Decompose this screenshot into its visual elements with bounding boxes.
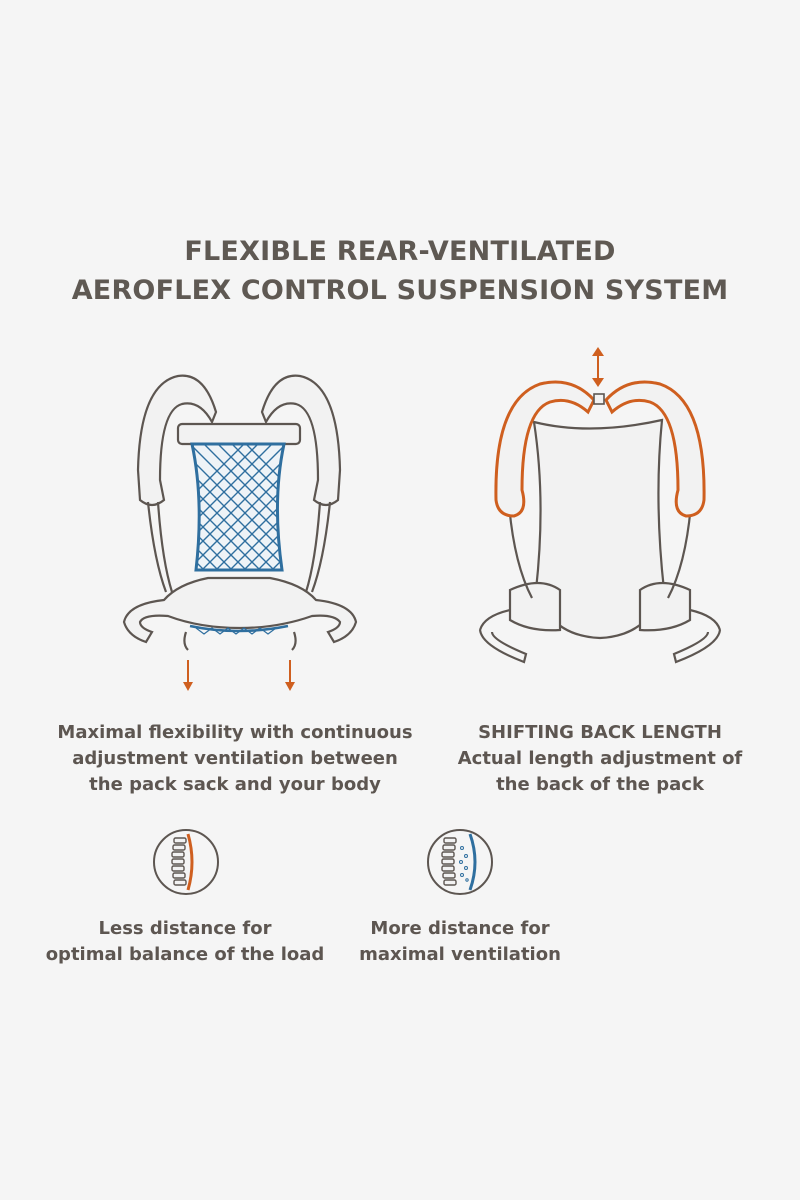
shoulder-strap-right [260,374,342,593]
spine-close-fit-icon [153,829,219,895]
caption-line: maximal ventilation [359,944,561,965]
back-length-connector [593,393,605,405]
top-frame-bar [176,422,302,446]
ventilated-backpack-illustration [122,374,358,691]
title-line-2: AEROFLEX CONTROL SUSPENSION SYSTEM [71,275,729,306]
more-distance-caption: More distance for maximal ventilation [310,916,610,968]
caption-line: the pack sack and your body [89,774,381,795]
caption-line: the back of the pack [496,774,704,795]
less-distance-caption: Less distance for optimal balance of the… [20,916,350,968]
spine-ventilation-icon [427,829,493,895]
caption-line: More distance for [370,918,550,939]
hip-belt [122,576,358,651]
caption-line: Maximal flexibility with continuous [57,722,413,743]
back-panel [478,418,722,664]
caption-line: Actual length adjustment of [457,748,743,769]
back-length-caption: SHIFTING BACK LENGTH Actual length adjus… [430,720,770,798]
shoulder-strap-left [136,374,218,593]
shifting-back-length-illustration [478,347,722,664]
caption-line: Less distance for [98,918,272,939]
downward-adjust-arrows [183,660,295,691]
caption-line: adjustment ventilation between [72,748,398,769]
title-line-1: FLEXIBLE REAR-VENTILATED [184,236,616,267]
caption-line: optimal balance of the load [45,944,325,965]
orange-shoulder-harness [494,380,706,518]
ventilation-caption: Maximal flexibility with continuous adju… [30,720,440,798]
vertical-adjust-arrow [592,347,604,387]
caption-heading: SHIFTING BACK LENGTH [478,722,722,743]
mesh-back-panel [190,442,286,572]
